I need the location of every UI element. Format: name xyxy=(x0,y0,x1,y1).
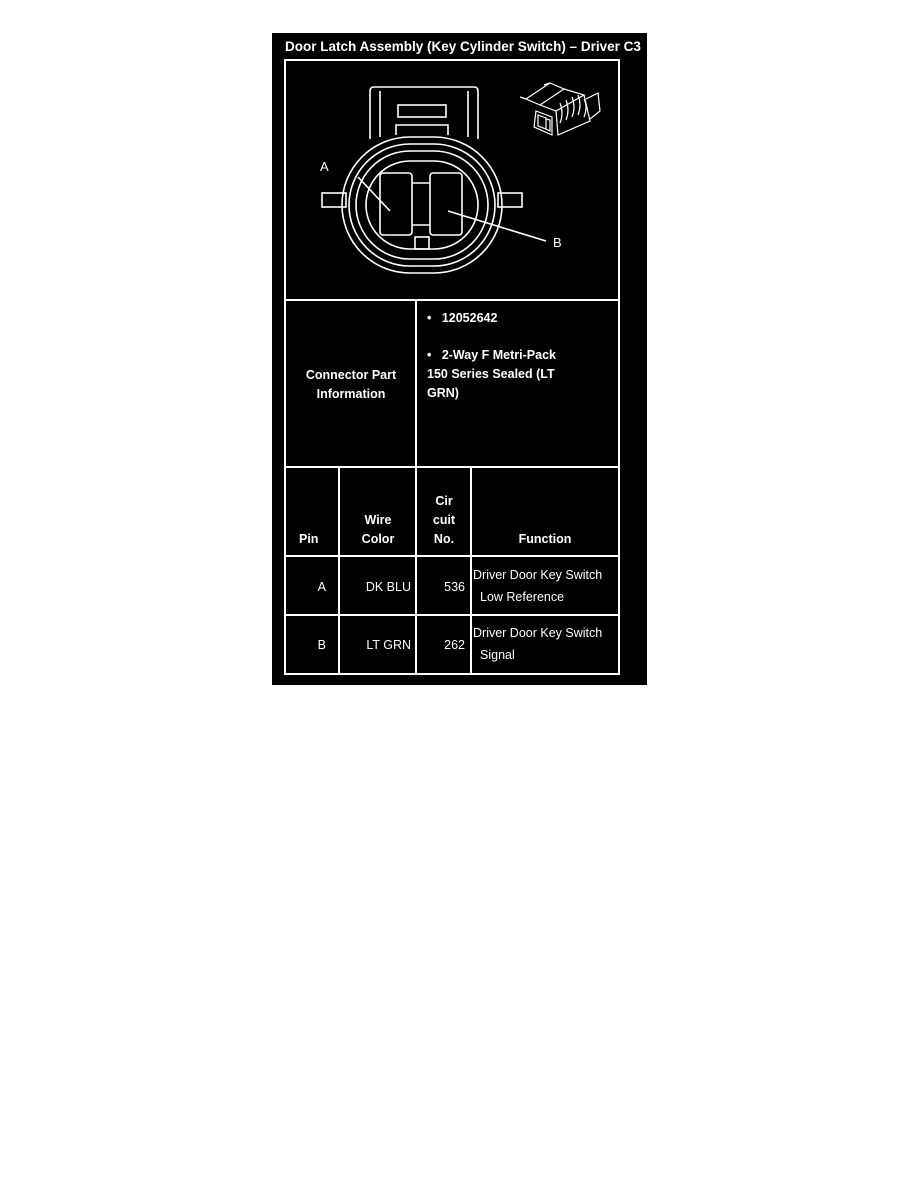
bullet: • xyxy=(427,348,432,362)
row-b-pin: B xyxy=(317,638,326,652)
part-number-item: • 12052642 xyxy=(427,309,627,328)
header-circuit-line1: Cir xyxy=(435,494,453,508)
row-a-pin: A xyxy=(317,580,326,594)
frame-left-line xyxy=(284,59,286,675)
column-divider-1 xyxy=(338,466,340,675)
header-circuit-line3: No. xyxy=(433,532,455,546)
header-pin: Pin xyxy=(299,532,319,546)
part-description-line1: 2-Way F Metri-Pack xyxy=(441,348,556,362)
frame-divider-3 xyxy=(284,555,620,557)
row-b-function: Driver Door Key Switch Signal xyxy=(473,624,617,665)
part-number: 12052642 xyxy=(441,311,498,325)
page-title: Door Latch Assembly (Key Cylinder Switch… xyxy=(285,39,641,54)
row-b-wire: LT GRN xyxy=(366,638,411,652)
pin-a-label: A xyxy=(320,159,329,174)
row-a-circuit: 536 xyxy=(444,580,465,594)
header-circuit-no: Cir cuit No. xyxy=(417,492,471,549)
bullet: • xyxy=(427,311,432,325)
part-description-item: • 2-Way F Metri-Pack 150 Series Sealed (… xyxy=(427,346,627,403)
column-divider-3 xyxy=(470,466,472,675)
part-info-label-line2: Information xyxy=(316,387,386,401)
part-description-line2: 150 Series Sealed (LT xyxy=(427,367,555,381)
header-circuit-line2: cuit xyxy=(432,513,456,527)
part-info-label-line1: Connector Part xyxy=(305,368,397,382)
frame-right-line xyxy=(618,59,620,675)
pin-b-label: B xyxy=(553,235,562,250)
part-description-line3: GRN) xyxy=(427,386,459,400)
row-a-wire: DK BLU xyxy=(365,580,411,594)
frame-divider-2 xyxy=(284,466,620,468)
header-function: Function xyxy=(518,532,572,546)
connector-diagram: A B xyxy=(320,86,562,274)
row-b-function-line2: Signal xyxy=(480,648,515,662)
column-divider-2 xyxy=(415,466,417,675)
row-a-function-line1: Driver Door Key Switch xyxy=(473,568,603,582)
frame-bottom-line xyxy=(284,673,620,675)
row-a-function-line2: Low Reference xyxy=(480,590,565,604)
row-b-function-line1: Driver Door Key Switch xyxy=(473,626,603,640)
frame-top-line xyxy=(284,59,620,61)
frame-divider-4 xyxy=(284,614,620,616)
header-wire-line2: Color xyxy=(361,532,395,546)
row-b-circuit: 262 xyxy=(444,638,465,652)
header-wire-line1: Wire xyxy=(364,513,392,527)
frame-divider-1 xyxy=(284,299,620,301)
connector-sheet: Door Latch Assembly (Key Cylinder Switch… xyxy=(272,33,647,685)
connector-thumbnail xyxy=(519,82,601,136)
header-wire-color: Wire Color xyxy=(340,511,416,549)
part-info-label: Connector Part Information xyxy=(286,366,416,404)
part-info-divider xyxy=(415,299,417,468)
row-a-function: Driver Door Key Switch Low Reference xyxy=(473,566,617,607)
